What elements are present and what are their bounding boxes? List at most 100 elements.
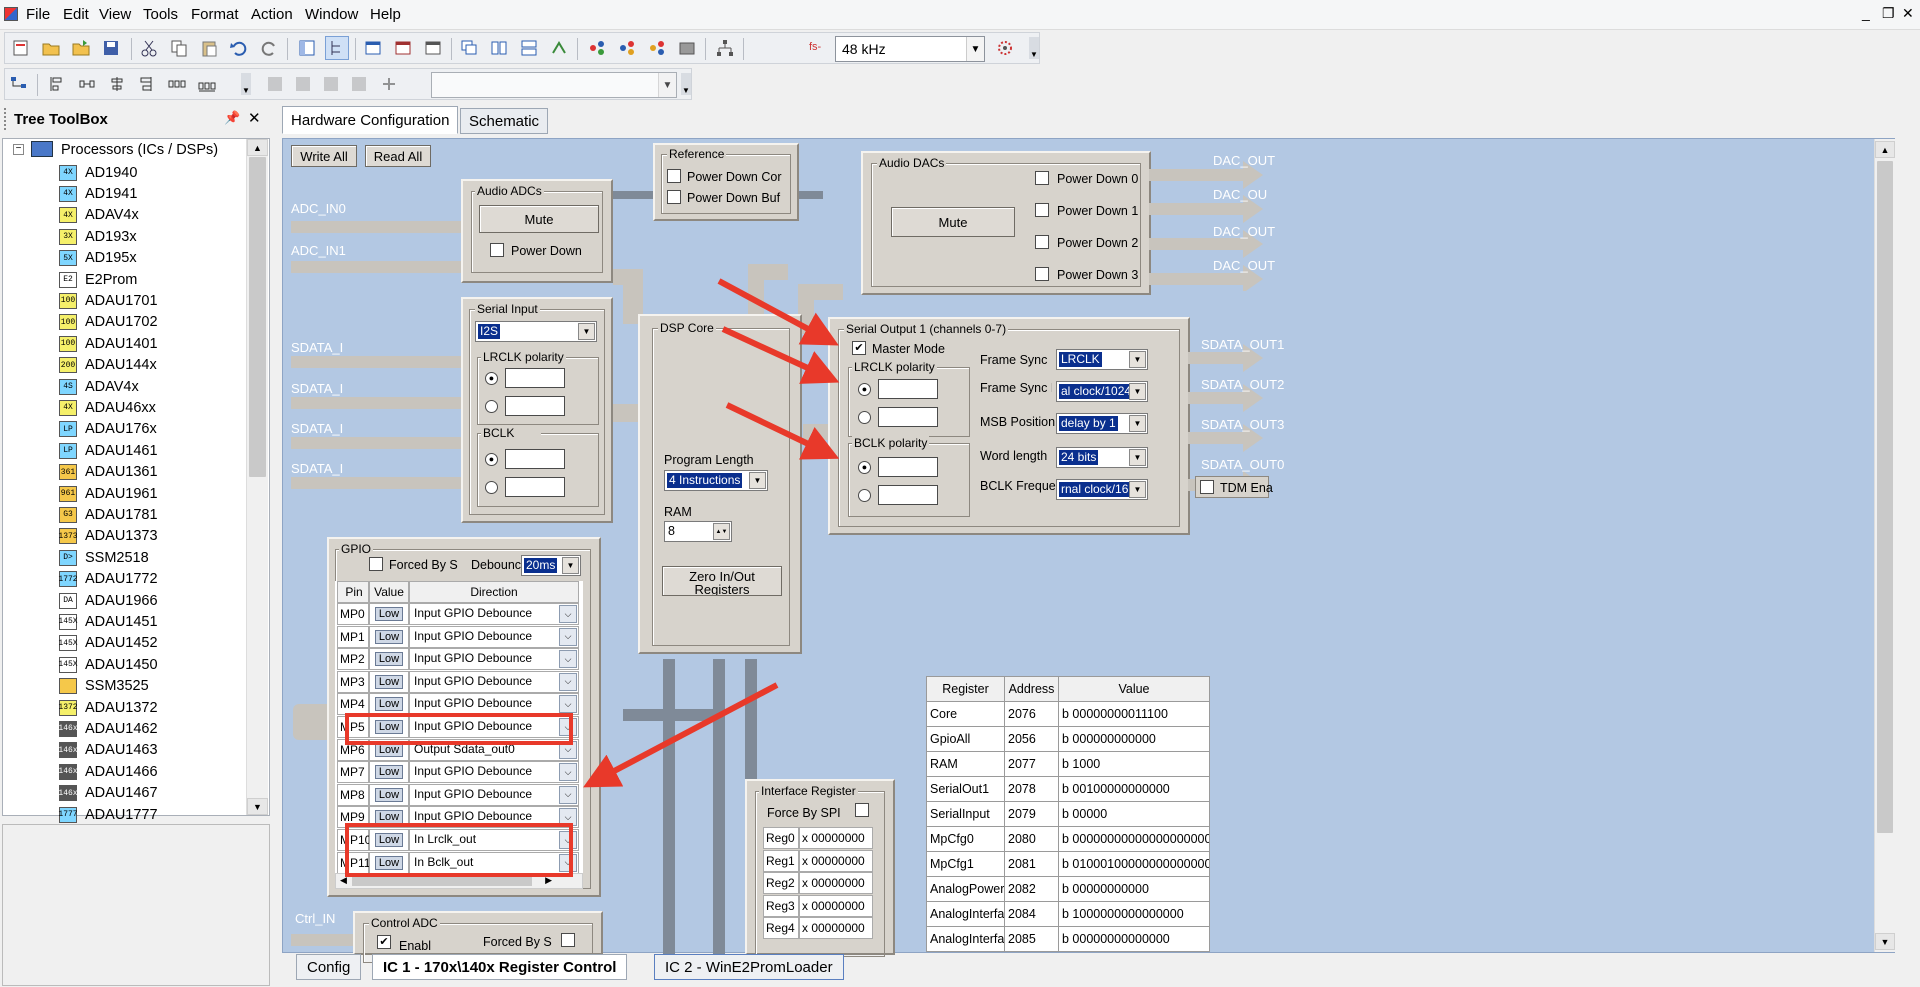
scroll-up-icon[interactable]: ▲ bbox=[1875, 141, 1895, 158]
tab-ic1-register-control[interactable]: IC 1 - 170x\140x Register Control bbox=[372, 954, 628, 980]
adc-power-down-checkbox[interactable] bbox=[490, 243, 504, 257]
gpio-direction-select[interactable]: Input GPIO Debounce⌵ bbox=[409, 716, 579, 738]
read-all-button[interactable]: Read All bbox=[365, 145, 431, 167]
menu-format[interactable]: Format bbox=[191, 6, 239, 23]
menu-tools[interactable]: Tools bbox=[143, 6, 179, 23]
gpio-direction-select[interactable]: Input GPIO Debounce⌵ bbox=[409, 693, 579, 716]
so-bclk-radio-2[interactable] bbox=[858, 489, 871, 502]
si-bclk-radio-1[interactable]: ● bbox=[485, 453, 498, 466]
dac-pd3-checkbox[interactable] bbox=[1035, 267, 1049, 281]
so-bclk-radio-1[interactable]: ● bbox=[858, 461, 871, 474]
scroll-thumb[interactable] bbox=[352, 877, 532, 886]
si-bclk-radio-2[interactable] bbox=[485, 481, 498, 494]
align-left-icon[interactable] bbox=[45, 72, 69, 96]
reg-value-field[interactable]: x 00000000 bbox=[799, 872, 873, 894]
network-icon[interactable] bbox=[713, 36, 737, 60]
tile-vertical-icon[interactable] bbox=[487, 36, 511, 60]
zero-io-registers-button[interactable]: Zero In/Out Registers bbox=[662, 566, 782, 596]
si-lrclk-radio-2[interactable] bbox=[485, 400, 498, 413]
app-icon[interactable] bbox=[4, 7, 18, 21]
arrange-icon[interactable] bbox=[547, 36, 571, 60]
hierarchy-icon[interactable] bbox=[7, 72, 31, 96]
window-icon-1[interactable] bbox=[361, 36, 385, 60]
toolbar-overflow-icon[interactable]: ▼ bbox=[681, 73, 691, 95]
settings-gear-icon[interactable] bbox=[993, 36, 1017, 60]
gpio-value[interactable]: Low bbox=[369, 603, 409, 625]
open-folder-icon[interactable] bbox=[69, 36, 93, 60]
so-lrclk-radio-1[interactable]: ● bbox=[858, 383, 871, 396]
gpio-direction-select[interactable]: Input GPIO Debounce⌵ bbox=[409, 761, 579, 784]
scroll-up-icon[interactable]: ▲ bbox=[247, 139, 268, 156]
align-bottom-icon[interactable] bbox=[135, 72, 159, 96]
save-icon[interactable] bbox=[99, 36, 123, 60]
paste-icon[interactable] bbox=[197, 36, 221, 60]
control-adc-forced-checkbox[interactable] bbox=[561, 933, 575, 947]
gpio-forced-checkbox[interactable] bbox=[369, 557, 383, 571]
toolbar-overflow-icon[interactable]: ▼ bbox=[241, 73, 251, 95]
window-icon-3[interactable] bbox=[421, 36, 445, 60]
msb-position-select[interactable]: delay by 1▼ bbox=[1056, 413, 1148, 434]
format-c-icon[interactable] bbox=[319, 72, 343, 96]
scroll-down-icon[interactable]: ▼ bbox=[247, 798, 268, 815]
menu-view[interactable]: View bbox=[99, 6, 132, 23]
word-length-select[interactable]: 24 bits▼ bbox=[1056, 447, 1148, 468]
cut-icon[interactable] bbox=[137, 36, 161, 60]
dac-pd0-checkbox[interactable] bbox=[1035, 171, 1049, 185]
gpio-value[interactable]: Low bbox=[369, 693, 409, 716]
copy-icon[interactable] bbox=[167, 36, 191, 60]
scroll-thumb[interactable] bbox=[1877, 161, 1893, 833]
menu-file[interactable]: File bbox=[26, 6, 51, 23]
tree-scrollbar[interactable]: ▲ ▼ bbox=[246, 139, 268, 815]
so-lrclk-radio-2[interactable] bbox=[858, 411, 871, 424]
dac-pd2-checkbox[interactable] bbox=[1035, 235, 1049, 249]
link-compile-icon[interactable] bbox=[585, 36, 609, 60]
serial-input-mode-select[interactable]: I2S▼ bbox=[475, 321, 597, 342]
gpio-direction-select[interactable]: Input GPIO Debounce⌵ bbox=[409, 806, 579, 829]
gpio-value[interactable]: Low bbox=[369, 761, 409, 784]
menu-help[interactable]: Help bbox=[370, 6, 401, 23]
dac-mute-button[interactable]: Mute bbox=[891, 207, 1015, 237]
sample-rate-select[interactable]: 48 kHz ▼ bbox=[835, 36, 985, 62]
adc-mute-button[interactable]: Mute bbox=[479, 205, 599, 233]
format-a-icon[interactable] bbox=[263, 72, 287, 96]
reg-value-field[interactable]: x 00000000 bbox=[799, 917, 873, 939]
compile-icon[interactable] bbox=[645, 36, 669, 60]
tree-view-icon[interactable] bbox=[325, 36, 349, 60]
distribute-v-icon[interactable] bbox=[195, 72, 219, 96]
scroll-down-icon[interactable]: ▼ bbox=[1875, 933, 1895, 950]
gpio-value[interactable]: Low bbox=[369, 851, 409, 874]
align-top-icon[interactable] bbox=[105, 72, 129, 96]
ref-power-down-core-checkbox[interactable] bbox=[667, 169, 681, 183]
tab-config[interactable]: Config bbox=[296, 954, 362, 980]
canvas-scrollbar[interactable]: ▲ ▼ bbox=[1874, 139, 1895, 952]
align-center-icon[interactable] bbox=[75, 72, 99, 96]
cascade-icon[interactable] bbox=[457, 36, 481, 60]
toolbar-overflow-icon[interactable]: ▼ bbox=[1029, 37, 1039, 59]
gpio-value[interactable]: Low bbox=[369, 806, 409, 829]
bclk-frequency-select[interactable]: rnal clock/16▼ bbox=[1056, 479, 1148, 500]
tile-horizontal-icon[interactable] bbox=[517, 36, 541, 60]
gpio-direction-select[interactable]: In Lrclk_out⌵ bbox=[409, 829, 579, 851]
ram-stepper[interactable]: 8▲▼ bbox=[664, 521, 732, 542]
reg-value-field[interactable]: x 00000000 bbox=[799, 849, 873, 872]
force-by-spi-checkbox[interactable] bbox=[855, 803, 869, 817]
